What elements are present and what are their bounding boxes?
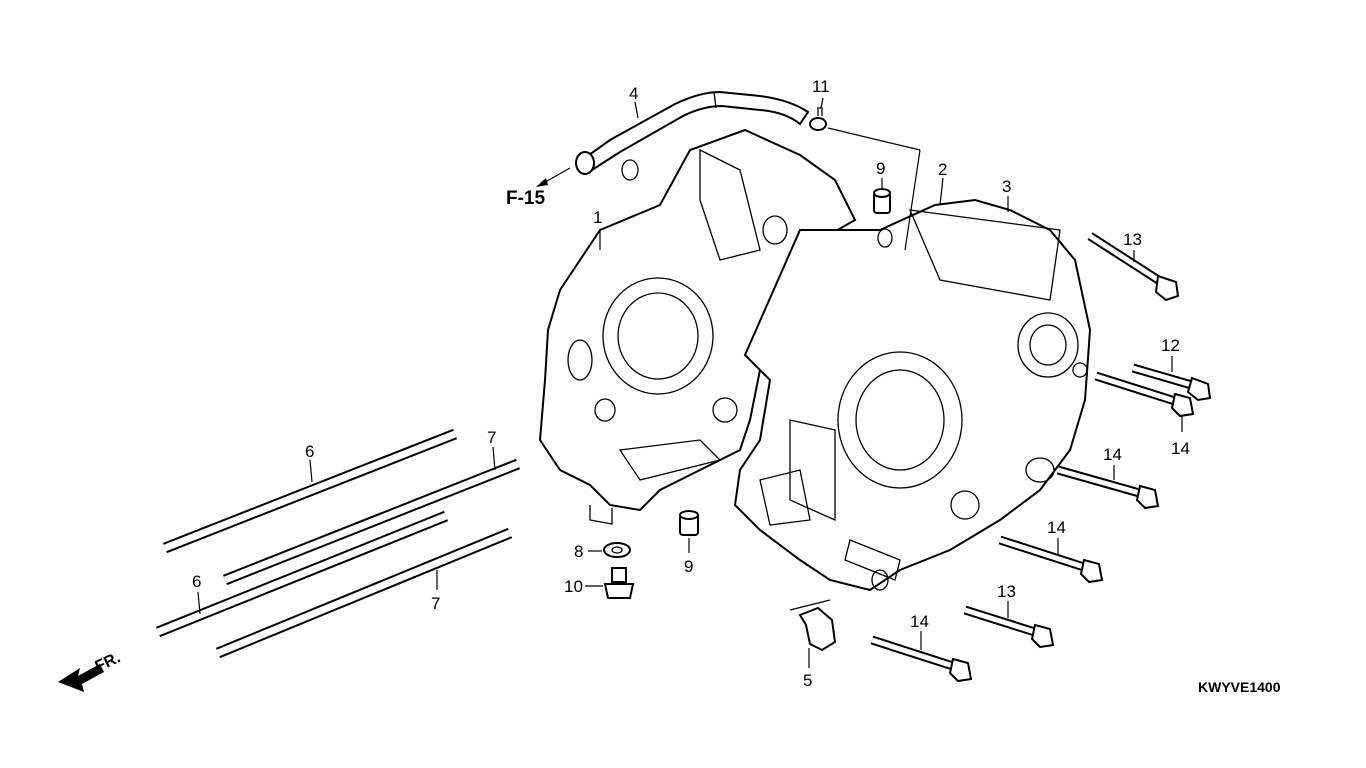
bolt-14-b <box>1056 465 1160 510</box>
right-crankcase <box>733 198 1092 592</box>
callout-13-upper: 13 <box>1123 230 1142 249</box>
callout-2: 2 <box>938 160 947 179</box>
breather-tube <box>575 90 810 175</box>
callout-9-lower: 9 <box>684 557 693 576</box>
drain-bolt <box>603 567 635 599</box>
stud-7-lower <box>215 527 513 659</box>
callout-5: 5 <box>803 671 812 690</box>
callout-8: 8 <box>574 542 583 561</box>
bolt-13-upper <box>1087 232 1180 302</box>
callout-3: 3 <box>1002 177 1011 196</box>
wire-clip <box>789 599 837 652</box>
dowel-pin-lower <box>679 510 699 536</box>
stud-6-upper <box>162 428 458 554</box>
dowel-pin-upper <box>873 188 891 214</box>
callout-14-c: 14 <box>1047 518 1066 537</box>
callout-7-upper: 7 <box>487 428 496 447</box>
callout-11: 11 <box>812 77 830 96</box>
diagram-code: KWYVE1400 <box>1198 679 1281 695</box>
bolt-12 <box>1131 363 1212 402</box>
stud-7-upper <box>222 458 521 586</box>
bolt-14-a <box>1094 371 1195 418</box>
reference-label: F-15 <box>506 188 546 209</box>
front-direction-arrow-icon <box>58 664 104 692</box>
front-direction-label: FR. <box>93 649 124 675</box>
callout-6-upper: 6 <box>305 442 314 461</box>
callout-7-lower: 7 <box>431 594 440 613</box>
callout-10: 10 <box>564 577 583 596</box>
callout-13-lower: 13 <box>997 582 1016 601</box>
hose-clamp <box>809 107 827 131</box>
callout-14-a: 14 <box>1171 439 1190 458</box>
stud-6-lower <box>155 510 449 638</box>
bolt-14-c <box>998 535 1104 584</box>
sealing-washer <box>603 542 631 558</box>
bolt-14-d <box>870 635 973 683</box>
callout-12: 12 <box>1161 336 1180 355</box>
callout-6-lower: 6 <box>192 572 201 591</box>
callout-9-upper: 9 <box>876 159 885 178</box>
leader-line <box>634 101 639 119</box>
callout-4: 4 <box>629 84 638 103</box>
bolt-13-lower <box>963 605 1055 649</box>
callout-14-b: 14 <box>1103 445 1122 464</box>
callout-1: 1 <box>593 208 602 227</box>
callout-14-d: 14 <box>910 612 929 631</box>
